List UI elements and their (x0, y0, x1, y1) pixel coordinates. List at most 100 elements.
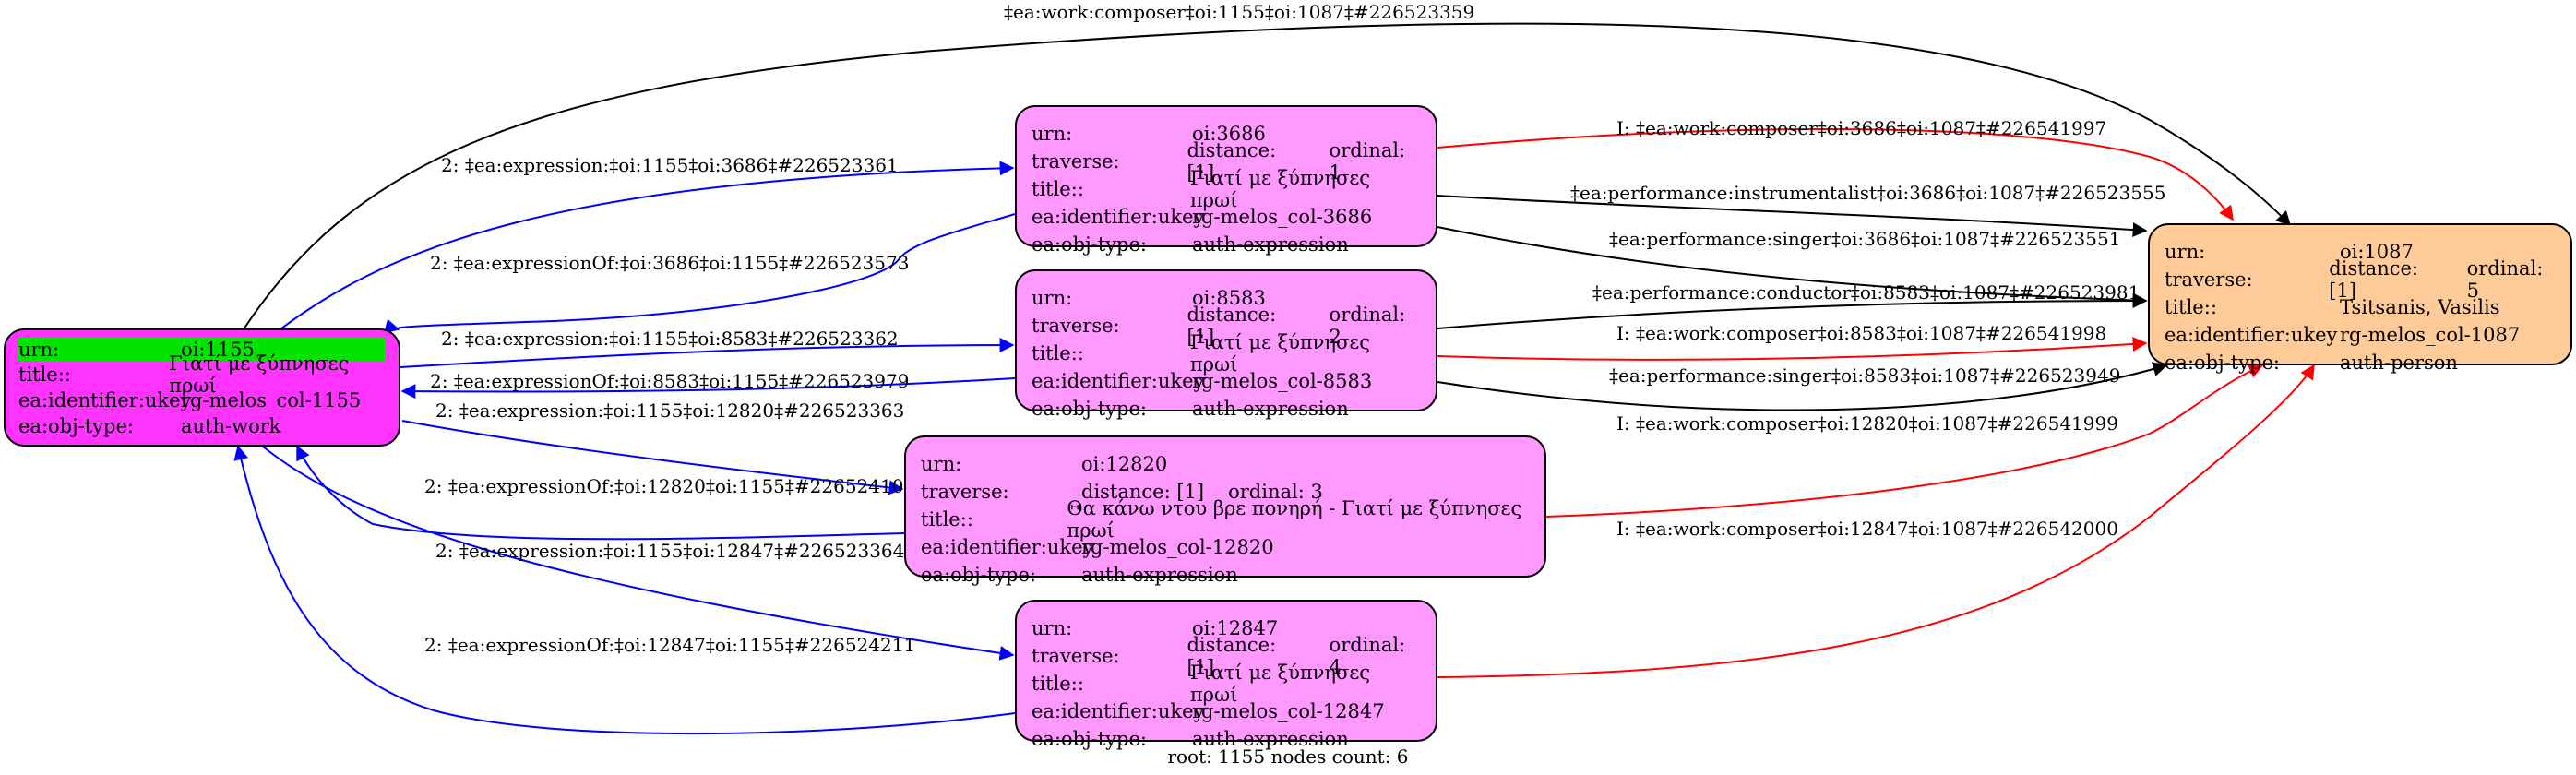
node-row-identifier: ea:identifier:ukey rg-melos_col-1155 (18, 388, 386, 413)
node-row-identifier: ea:identifier:ukey rg-melos_col-8583 (1032, 367, 1421, 395)
row-key: ea:obj-type: (1032, 233, 1147, 256)
row-value: distance: [1]ordinal: 5 (2329, 257, 2556, 302)
edge-expressionof-12820-1155: 2: ‡ea:expressionOf:‡oi:12820‡oi:1155‡#2… (296, 445, 915, 541)
edge-label: 2: ‡ea:expressionOf:‡oi:12847‡oi:1155‡#2… (424, 634, 915, 656)
row-value: Γιατί με ξύπνησες πρωί (1189, 662, 1370, 706)
row-key: traverse: (2165, 268, 2253, 291)
edge-expressionof-8583-1155: 2: ‡ea:expressionOf:‡oi:8583‡oi:1155‡#22… (400, 370, 1016, 399)
traverse-distance: distance: [1] (1081, 481, 1205, 503)
traverse-ordinal: ordinal: 5 (2466, 257, 2544, 302)
edge-expression-1155-3686: 2: ‡ea:expression:‡oi:1155‡oi:3686‡#2265… (280, 154, 1015, 329)
edge-expression-1155-8583: 2: ‡ea:expression:‡oi:1155‡oi:8583‡#2265… (400, 328, 1015, 368)
node-oi-12820[interactable]: urn: oi:12820 traverse: distance: [1]ord… (904, 435, 1546, 586)
node-row-obj-type: ea:obj-type: auth-expression (1032, 395, 1421, 423)
node-row-title: title:: Γιατί με ξύπνησες πρωί (1032, 662, 1421, 706)
node-row-obj-type: ea:obj-type: auth-work (18, 413, 386, 439)
row-key: title:: (2165, 296, 2217, 318)
row-value: Γιατί με ξύπνησες πρωί (169, 352, 350, 397)
edge-label: 2: ‡ea:expression:‡oi:1155‡oi:12820‡#226… (435, 399, 904, 422)
edge-label: 2: ‡ea:expressionOf:‡oi:8583‡oi:1155‡#22… (430, 370, 909, 392)
edge-label: ‡ea:performance:conductor‡oi:8583‡oi:108… (1592, 281, 2140, 304)
edge-label: ‡ea:performance:singer‡oi:8583‡oi:1087‡#… (1609, 364, 2120, 387)
row-key: title:: (921, 508, 973, 531)
row-value: rg-melos_col-12820 (1081, 536, 1274, 558)
row-value: Γιατί με ξύπνησες πρωί (1189, 167, 1370, 211)
row-value: distance: [1] ordinal: 2 (1187, 304, 1421, 348)
edge-label: 2: ‡ea:expression:‡oi:1155‡oi:12847‡#226… (435, 540, 904, 562)
row-key: traverse: (921, 481, 1009, 503)
node-row-urn: urn: oi:8583 (1032, 284, 1421, 312)
edge-expression-1155-12820: 2: ‡ea:expression:‡oi:1155‡oi:12820‡#226… (401, 399, 904, 495)
row-value: rg-melos_col-1087 (2340, 324, 2521, 346)
row-value: auth-expression (1192, 398, 1349, 420)
node-row-traverse: traverse: distance: [1]ordinal: 5 (2165, 257, 2556, 302)
row-value: Tsitsanis, Vasilis (2340, 296, 2500, 318)
traverse-ordinal: ordinal: 1 (1329, 139, 1406, 184)
edge-label: 2: ‡ea:expression:‡oi:1155‡oi:3686‡#2265… (441, 154, 899, 176)
row-key: title:: (1032, 178, 1084, 200)
row-value: oi:8583 (1192, 287, 1266, 309)
edge-label: I: ‡ea:work:composer‡oi:8583‡oi:1087‡#22… (1616, 322, 2106, 344)
row-key: urn: (2165, 241, 2206, 263)
row-value: rg-melos_col-8583 (1192, 370, 1373, 392)
node-oi-8583[interactable]: urn: oi:8583 traverse: distance: [1]ordi… (1015, 269, 1437, 420)
row-key: ea:obj-type: (18, 415, 134, 437)
row-key: title:: (1032, 342, 1084, 364)
row-value: Θα κάνω ντου βρε πονηρή - Γιατί με ξύπνη… (1067, 497, 1522, 542)
row-key: ea:identifier:ukey (18, 389, 192, 411)
row-value: rg-melos_col-12847 (1192, 700, 1385, 722)
node-row-traverse: traverse: distance: [1] ordinal: 3 (921, 478, 1530, 506)
edge-label: ‡ea:performance:singer‡oi:3686‡oi:1087‡#… (1609, 228, 2120, 250)
row-value: oi:12847 (1192, 617, 1279, 639)
node-oi-12847[interactable]: urn: oi:12847 traverse: distance: [1] ord… (1015, 600, 1437, 750)
traverse-ordinal: ordinal: 4 (1329, 634, 1406, 678)
node-row-title: title:: Θα κάνω ντου βρε πονηρή - Γιατί … (921, 497, 1530, 542)
node-row-identifier: ea:identifier:ukey rg-melos_col-3686 (1032, 203, 1421, 231)
edge-instrumentalist-3686-1087: ‡ea:performance:instrumentalist‡oi:3686‡… (1437, 182, 2165, 238)
row-value: auth-expression (1081, 564, 1238, 586)
edge-work-composer-1155-1087: ‡ea:work:composer‡oi:1155‡oi:1087‡#22652… (241, 1, 2292, 333)
row-key: traverse: (1032, 150, 1120, 173)
node-oi-1087[interactable]: urn: oi:1087 traverse: distance: [1]ordi… (2148, 223, 2572, 374)
row-value: distance: [1] ordinal: 3 (1081, 481, 1323, 503)
row-key: traverse: (1032, 645, 1120, 667)
edge-label: ‡ea:work:composer‡oi:1155‡oi:1087‡#22652… (1004, 1, 1474, 23)
node-oi-3686[interactable]: urn: oi:3686 traverse: distance: [1]ordi… (1015, 105, 1437, 256)
node-oi-1155[interactable]: urn: oi:1155 title:: Γιατί με ξύπνησες π… (4, 328, 400, 447)
node-row-identifier: ea:identifier:ukey rg-melos_col-12820 (921, 533, 1530, 561)
node-row-traverse: traverse: distance: [1]ordinal: 1 (1032, 139, 1421, 184)
node-row-urn: urn: oi:1155 (18, 338, 386, 362)
edge-singer-8583-1087: ‡ea:performance:singer‡oi:8583‡oi:1087‡#… (1437, 362, 2168, 411)
row-value: Γιατί με ξύπνησες πρωί (1189, 331, 1370, 376)
edge-label: I: ‡ea:work:composer‡oi:3686‡oi:1087‡#22… (1616, 117, 2106, 139)
traverse-distance: distance: [1] (1187, 304, 1277, 348)
row-key: urn: (921, 453, 962, 475)
edge-composer-3686-1087: I: ‡ea:work:composer‡oi:3686‡oi:1087‡#22… (1437, 117, 2234, 221)
row-value: oi:1155 (181, 339, 255, 361)
row-value: distance: [1] ordinal: 4 (1187, 634, 1421, 678)
edge-label: ‡ea:performance:instrumentalist‡oi:3686‡… (1570, 182, 2165, 204)
row-key: ea:identifier:ukey (1032, 700, 1205, 722)
row-value: distance: [1]ordinal: 1 (1187, 139, 1421, 184)
row-value: rg-melos_col-1155 (181, 389, 362, 411)
row-value: rg-melos_col-3686 (1192, 206, 1373, 228)
node-row-title: title:: Γιατί με ξύπνησες πρωί (1032, 331, 1421, 376)
node-row-title: title:: Γιατί με ξύπνησες πρωί (1032, 167, 1421, 211)
edge-label: 2: ‡ea:expressionOf:‡oi:3686‡oi:1155‡#22… (430, 252, 909, 274)
row-key: ea:identifier:ukey (921, 536, 1094, 558)
graph-footer: root: 1155 nodes count: 6 (1167, 745, 1409, 768)
row-key: urn: (1032, 287, 1073, 309)
node-row-title: title:: Γιατί με ξύπνησες πρωί (18, 352, 386, 397)
row-key: ea:identifier:ukey (2165, 324, 2338, 346)
row-key: urn: (1032, 123, 1073, 145)
row-key: ea:obj-type: (921, 564, 1036, 586)
row-key: title:: (1032, 673, 1084, 695)
traverse-ordinal: ordinal: 3 (1228, 481, 1323, 503)
traverse-ordinal: ordinal: 2 (1329, 304, 1406, 348)
edge-label: I: ‡ea:work:composer‡oi:12820‡oi:1087‡#2… (1616, 412, 2118, 435)
edge-conductor-8583-1087: ‡ea:performance:conductor‡oi:8583‡oi:108… (1437, 281, 2148, 329)
row-key: urn: (1032, 617, 1073, 639)
traverse-distance: distance: [1] (1187, 634, 1277, 678)
row-value: auth-expression (1192, 728, 1349, 750)
node-row-obj-type: ea:obj-type: auth-expression (921, 561, 1530, 589)
